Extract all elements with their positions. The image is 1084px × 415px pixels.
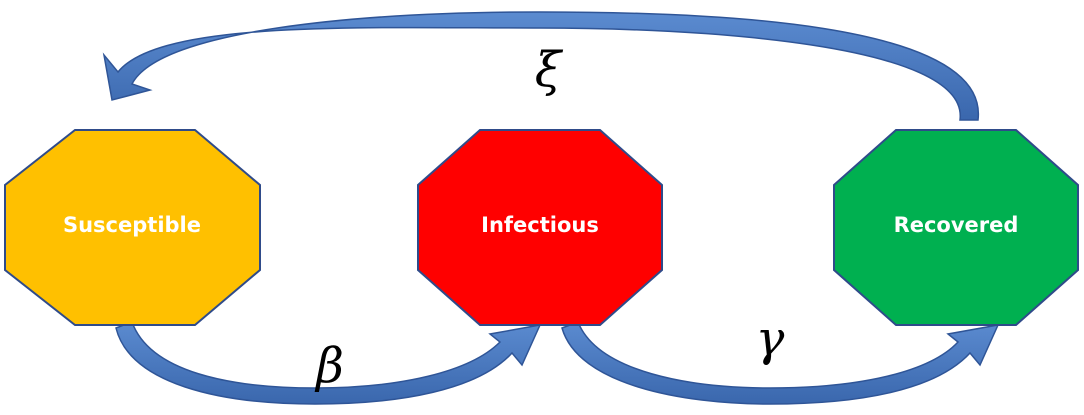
node-infectious: Infectious [417, 129, 663, 326]
node-infectious-label: Infectious [481, 213, 599, 237]
node-susceptible: Susceptible [4, 129, 261, 326]
rate-xi-label: ξ [535, 42, 564, 98]
node-recovered-label: Recovered [894, 213, 1019, 237]
node-susceptible-label: Susceptible [63, 213, 201, 237]
arrow-infectious-to-recovered [561, 321, 1000, 405]
node-recovered: Recovered [833, 129, 1079, 326]
arrow-recovered-to-susceptible [102, 11, 979, 121]
rate-beta-label: β [314, 338, 344, 394]
rate-gamma-label: γ [756, 311, 785, 367]
